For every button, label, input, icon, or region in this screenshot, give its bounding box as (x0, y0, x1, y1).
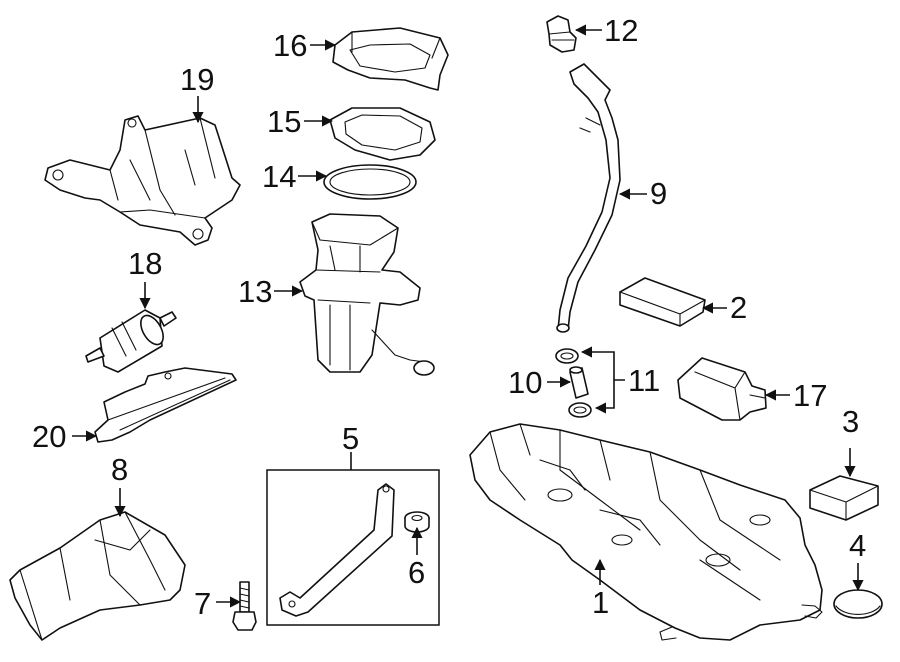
part-8-shield (9, 511, 186, 641)
part-17-control-module (677, 357, 767, 421)
part-19-heat-shield (44, 115, 241, 246)
part-7-bolt (232, 581, 257, 631)
leader-11 (580, 346, 625, 381)
leader-11b (594, 380, 615, 414)
part-15-seal-plate (329, 107, 436, 161)
part-10-hose (569, 366, 589, 399)
leader-lines (72, 24, 864, 608)
part-2-module (619, 277, 706, 327)
callout-6: 6 (408, 555, 425, 590)
callout-11: 11 (628, 363, 660, 398)
callout-19: 19 (180, 62, 214, 97)
part-5-strap-box (266, 469, 440, 626)
callout-10: 10 (508, 365, 542, 400)
callout-1: 1 (592, 585, 609, 620)
callout-17: 17 (793, 378, 827, 413)
callout-20: 20 (32, 419, 66, 454)
callout-18: 18 (128, 246, 162, 281)
callout-2: 2 (730, 290, 747, 325)
part-11-clamps (555, 348, 592, 418)
part-9-filler-pipe (556, 63, 621, 333)
part-12-filler-cap (546, 15, 577, 53)
part-20-shield-plate (94, 367, 237, 443)
callout-numbers: 1 2 3 4 5 6 7 8 9 10 11 12 13 14 15 16 1… (32, 13, 866, 621)
callout-15: 15 (267, 104, 301, 139)
callout-12: 12 (604, 13, 638, 48)
part-4-round-pad (833, 589, 883, 619)
part-16-lock-ring (332, 27, 449, 91)
callout-16: 16 (273, 28, 307, 63)
callout-9: 9 (650, 176, 667, 211)
part-3-pad (809, 475, 879, 521)
callout-13: 13 (238, 274, 272, 309)
callout-8: 8 (111, 452, 128, 487)
callout-4: 4 (849, 528, 866, 563)
callout-14: 14 (262, 159, 296, 194)
part-6-grommet (404, 511, 430, 533)
callout-3: 3 (842, 404, 859, 439)
part-18-fuel-filter (85, 309, 177, 373)
part-14-o-ring (323, 164, 417, 200)
callout-5: 5 (342, 421, 359, 456)
part-13-fuel-pump-module (299, 213, 435, 376)
callout-7: 7 (194, 586, 211, 621)
part-1-fuel-tank (469, 423, 823, 641)
